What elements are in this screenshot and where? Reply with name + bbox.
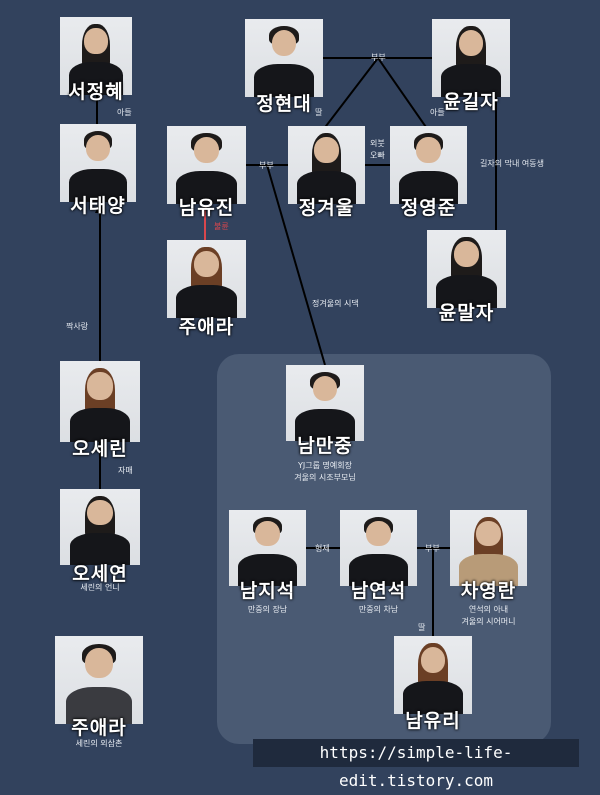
person-o-seyeon[interactable]: 오세연: [60, 489, 140, 585]
relation-label: 짝사랑: [66, 322, 89, 331]
relation-label: 딸: [418, 623, 426, 632]
person-yun-malja[interactable]: 윤말자: [427, 230, 506, 324]
person-jeong-hyeondae[interactable]: 정현대: [245, 19, 323, 115]
portrait: [450, 510, 527, 586]
person-name: 정영준: [400, 197, 457, 219]
portrait: [390, 126, 467, 204]
portrait: [60, 489, 140, 565]
desc-line: 겨울의 시조부모님: [294, 473, 356, 482]
desc-line: 연석의 아내: [468, 605, 509, 614]
person-desc: 만중의 장남: [247, 605, 288, 614]
person-nam-manjung[interactable]: 남만중: [286, 365, 364, 457]
person-jeong-yeongjun[interactable]: 정영준: [390, 126, 467, 219]
person-name: 남연석: [350, 580, 407, 602]
portrait: [286, 365, 364, 441]
person-name: 서태양: [70, 195, 126, 217]
person-name: 윤길자: [443, 91, 499, 113]
person-desc: 만중의 차남: [358, 605, 399, 614]
person-jeong-gyeoul[interactable]: 정겨울: [288, 126, 365, 219]
relation-label: 외붓: [370, 139, 385, 148]
person-desc: 연석의 아내 겨울의 시어머니: [440, 604, 537, 628]
portrait: [288, 126, 365, 204]
relation-label: 오빠: [370, 151, 385, 160]
arrowhead: [95, 202, 105, 213]
watermark-url[interactable]: https://simple-life-edit.tistory.com: [253, 739, 579, 790]
person-name: 주애라: [178, 316, 235, 338]
line-bubu-to-yeongjun: [377, 57, 429, 131]
person-nam-yujin[interactable]: 남유진: [167, 126, 246, 219]
person-cha-yeongran[interactable]: 차영란: [450, 510, 527, 602]
person-name: 남만중: [297, 435, 353, 457]
relation-label: 딸: [315, 108, 323, 117]
person-desc: 세린의 외삼촌: [75, 739, 123, 748]
person-desc: 세린의 언니: [80, 583, 120, 592]
person-seo-taeyang[interactable]: 서태양: [60, 124, 136, 217]
portrait: [432, 19, 510, 97]
person-desc: YJ그룹 명예회장 겨울의 시조부모님: [265, 460, 385, 484]
person-seo-junghye[interactable]: 서정혜: [60, 17, 132, 103]
relationship-lines: [95, 57, 497, 636]
portrait: [427, 230, 506, 308]
person-name: 정현대: [256, 93, 312, 115]
relation-label: 길자의 막내 여동생: [480, 159, 544, 168]
portrait: [60, 124, 136, 202]
person-name: 윤말자: [438, 302, 495, 324]
relation-label: 아들: [430, 108, 445, 117]
person-name: 오세린: [72, 438, 128, 460]
portrait: [229, 510, 306, 586]
relationship-diagram: 서정혜 서태양 정현대 윤길자 남유진 정겨울 정영준 주애라 윤말자 오세린: [55, 17, 579, 790]
person-name: 남유진: [178, 197, 235, 219]
person-nam-yeonseok[interactable]: 남연석: [340, 510, 417, 602]
person-name: 주애라: [71, 717, 127, 739]
line-bubu-to-gyeoul: [322, 57, 379, 131]
person-name: 남지석: [239, 580, 296, 602]
relation-label: 아들: [117, 108, 132, 117]
relation-label: 형제: [315, 544, 330, 553]
portrait: [55, 636, 143, 724]
person-name: 오세연: [72, 563, 128, 585]
portrait: [245, 19, 323, 97]
person-o-serin[interactable]: 오세린: [60, 361, 140, 460]
person-yun-gilja[interactable]: 윤길자: [432, 19, 510, 113]
person-name: 정겨울: [298, 197, 355, 219]
relation-label: 정겨울의 시댁: [312, 299, 359, 308]
relation-label: 부부: [371, 53, 386, 62]
person-ju-aera-top[interactable]: 주애라: [167, 240, 246, 338]
relation-label: 부부: [259, 161, 274, 170]
portrait: [60, 361, 140, 442]
relation-label: 부부: [425, 544, 440, 553]
person-name: 남유리: [405, 710, 461, 732]
desc-line: 겨울의 시어머니: [461, 617, 516, 626]
line-bubu-to-manjung: [266, 164, 326, 366]
portrait: [340, 510, 417, 586]
portrait: [167, 126, 246, 204]
person-name: 차영란: [460, 580, 517, 602]
person-nam-jiseok[interactable]: 남지석: [229, 510, 306, 602]
portrait: [394, 636, 472, 714]
person-name: 서정혜: [68, 81, 124, 103]
portrait: [60, 17, 132, 95]
desc-line: YJ그룹 명예회장: [298, 461, 352, 470]
person-ju-aera-bottom[interactable]: 주애라: [55, 636, 143, 739]
person-nam-yuri[interactable]: 남유리: [394, 636, 472, 732]
affair-label: 불륜: [214, 222, 229, 231]
portrait: [167, 240, 246, 318]
relation-label: 자매: [118, 466, 133, 475]
